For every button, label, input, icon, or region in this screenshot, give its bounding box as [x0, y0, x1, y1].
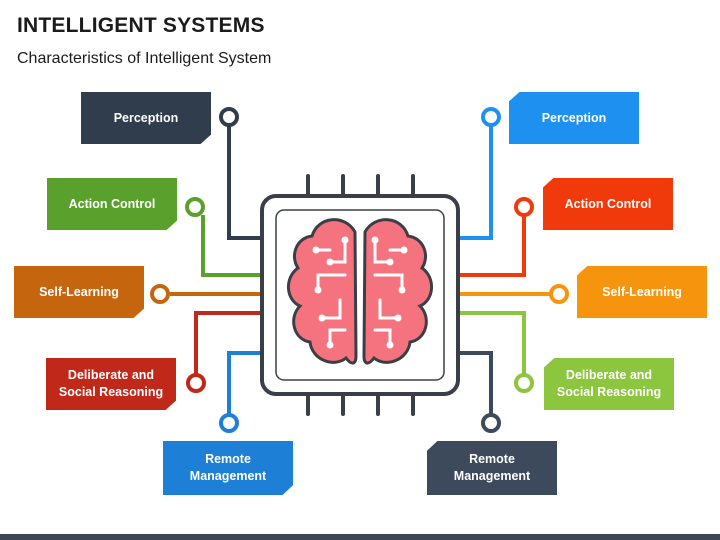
box-left-action-control: Action Control [47, 178, 177, 230]
connector-left-action [201, 215, 262, 277]
box-right-action-control: Action Control [543, 178, 673, 230]
box-right-self-learning: Self-Learning [577, 266, 707, 318]
box-left-remote-management: Remote Management [163, 441, 293, 495]
node-right-action [514, 197, 534, 217]
brain-right-hemisphere [362, 218, 433, 365]
chip-pins [306, 174, 415, 416]
connector-right-perception [458, 125, 493, 240]
node-right-remote [481, 413, 501, 433]
node-right-perception [481, 107, 501, 127]
connector-right-reasoning [458, 311, 526, 375]
brain-left-hemisphere [287, 218, 358, 365]
brain-chip-icon [260, 194, 460, 396]
footer-bar [0, 534, 720, 540]
node-left-learning [150, 284, 170, 304]
box-right-remote-management: Remote Management [427, 441, 557, 495]
connector-right-action [458, 215, 526, 277]
page-subtitle: Characteristics of Intelligent System [17, 50, 272, 67]
box-right-reasoning: Deliberate and Social Reasoning [544, 358, 674, 410]
box-right-perception: Perception [509, 92, 639, 144]
node-left-action [185, 197, 205, 217]
box-left-perception: Perception [81, 92, 211, 144]
box-left-reasoning: Deliberate and Social Reasoning [46, 358, 176, 410]
node-left-remote [219, 413, 239, 433]
connector-left-remote [227, 351, 262, 415]
brain-circuit-traces [314, 238, 406, 347]
page-title: INTELLIGENT SYSTEMS [17, 14, 265, 37]
node-left-reasoning [186, 373, 206, 393]
connector-left-reasoning [194, 311, 262, 375]
brain-circuit-nodes [312, 236, 408, 349]
node-right-learning [549, 284, 569, 304]
connector-right-remote [458, 351, 493, 415]
node-left-perception [219, 107, 239, 127]
box-left-self-learning: Self-Learning [14, 266, 144, 318]
connector-left-perception [227, 125, 262, 240]
node-right-reasoning [514, 373, 534, 393]
